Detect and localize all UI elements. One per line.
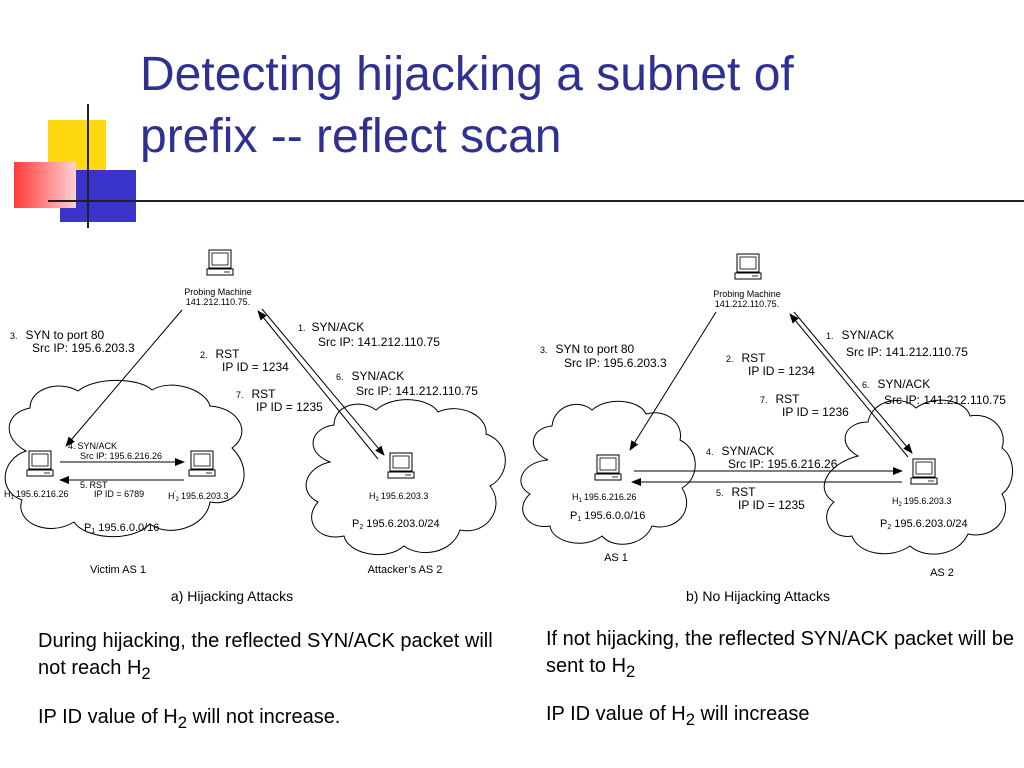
msg4-label: 4.SYN/ACK bbox=[68, 441, 117, 451]
probing-machine-computer-icon bbox=[206, 249, 234, 276]
slide-title: Detecting hijacking a subnet of prefix -… bbox=[140, 44, 1000, 168]
as2-label: AS 2 bbox=[930, 567, 954, 579]
diagram-b-no-hijacking: Probing Machine 141.212.110.75. 1.SYN/AC… bbox=[520, 253, 1013, 604]
victim-as-label: Victim AS 1 bbox=[90, 564, 146, 576]
attacker-as-label: Attacker’s AS 2 bbox=[368, 564, 443, 576]
msg2-ipid: IP ID = 1234 bbox=[222, 360, 289, 374]
msg2-b-ipid: IP ID = 1234 bbox=[748, 364, 815, 378]
h2-b-computer-icon bbox=[910, 458, 938, 485]
msg1-b-label: 1.SYN/ACK bbox=[826, 328, 894, 342]
probing-machine-b-computer-icon bbox=[734, 253, 762, 280]
reflect-scan-diagram: Probing Machine 141.212.110.75. 1.SYN/AC… bbox=[4, 249, 1013, 604]
msg5-b-ipid: IP ID = 1235 bbox=[738, 498, 805, 512]
msg1-src: Src IP: 141.212.110.75 bbox=[318, 335, 440, 349]
msg6-b-label: 6.SYN/ACK bbox=[862, 377, 930, 391]
h2-computer-icon bbox=[387, 452, 415, 479]
msg4-b-label: 4.SYN/ACK bbox=[706, 444, 774, 458]
arrow-b-synack-to-h2 bbox=[793, 311, 913, 454]
msg5-b-label: 5.RST bbox=[716, 485, 756, 499]
msg1-b-src: Src IP: 141.212.110.75 bbox=[846, 345, 968, 359]
msg5-label: 5.RST bbox=[80, 480, 108, 490]
arrow-synack-to-h2 bbox=[261, 308, 385, 456]
msg3-src: Src IP: 195.6.203.3 bbox=[32, 341, 135, 355]
caption-a: a) Hijacking Attacks bbox=[171, 588, 293, 604]
msg3-b-label: 3.SYN to port 80 bbox=[540, 342, 635, 356]
msg3-b-src: Src IP: 195.6.203.3 bbox=[564, 356, 667, 370]
msg7-b-label: 7.RST bbox=[760, 392, 800, 406]
as1-label: AS 1 bbox=[604, 552, 628, 564]
h1-computer-icon bbox=[26, 450, 54, 477]
caption-b: b) No Hijacking Attacks bbox=[686, 588, 830, 604]
msg3-label: 3.SYN to port 80 bbox=[10, 328, 105, 342]
probing-machine-label: Probing Machine bbox=[184, 287, 252, 297]
msg7-b-ipid: IP ID = 1236 bbox=[782, 405, 849, 419]
msg2-label: 2.RST bbox=[200, 347, 240, 361]
msg6-b-src: Src IP: 141.212.110.75 bbox=[884, 393, 1006, 407]
h2-prime-computer-icon bbox=[188, 450, 216, 477]
msg7-label: 7.RST bbox=[236, 387, 276, 401]
as2-cloud bbox=[823, 399, 1013, 555]
msg1-label: 1.SYN/ACK bbox=[298, 320, 364, 334]
diagram-a-hijacking: Probing Machine 141.212.110.75. 1.SYN/AC… bbox=[4, 249, 506, 604]
as1-cloud bbox=[520, 400, 696, 545]
msg5-ipid: IP ID = 6789 bbox=[94, 489, 144, 499]
probing-machine-b-label: Probing Machine bbox=[713, 289, 781, 299]
title-line-1: Detecting hijacking a subnet of bbox=[140, 48, 794, 101]
title-line-2: prefix -- reflect scan bbox=[140, 110, 562, 163]
probing-machine-b-ip: 141.212.110.75. bbox=[715, 299, 779, 309]
msg6-label: 6.SYN/ACK bbox=[336, 369, 404, 383]
arrow-b-rst-to-probe bbox=[789, 313, 909, 458]
note-left-1: During hijacking, the reflected SYN/ACK … bbox=[38, 630, 493, 683]
arrow-rst-to-probe bbox=[257, 310, 379, 460]
attacker-as2-cloud bbox=[305, 399, 506, 556]
note-right-2: IP ID value of H2 will increase bbox=[546, 703, 810, 729]
arrow-b-syn-to-h1 bbox=[629, 311, 717, 451]
arrow-syn-to-h1 bbox=[65, 309, 183, 447]
slide-accent-decoration bbox=[14, 104, 1024, 228]
msg7-ipid: IP ID = 1235 bbox=[256, 400, 323, 414]
victim-as1-cloud bbox=[4, 379, 245, 538]
note-right-1: If not hijacking, the reflected SYN/ACK … bbox=[546, 628, 1015, 681]
msg6-src: Src IP: 141.212.110.75 bbox=[356, 384, 478, 398]
note-left-2: IP ID value of H2 will not increase. bbox=[38, 706, 341, 732]
msg4-src: Src IP: 195.6.216.26 bbox=[80, 451, 162, 461]
msg4-b-src: Src IP: 195.6.216.26 bbox=[728, 457, 838, 471]
probing-machine-ip: 141.212.110.75. bbox=[186, 297, 250, 307]
h1-b-computer-icon bbox=[594, 454, 622, 481]
msg2-b-label: 2.RST bbox=[726, 351, 766, 365]
